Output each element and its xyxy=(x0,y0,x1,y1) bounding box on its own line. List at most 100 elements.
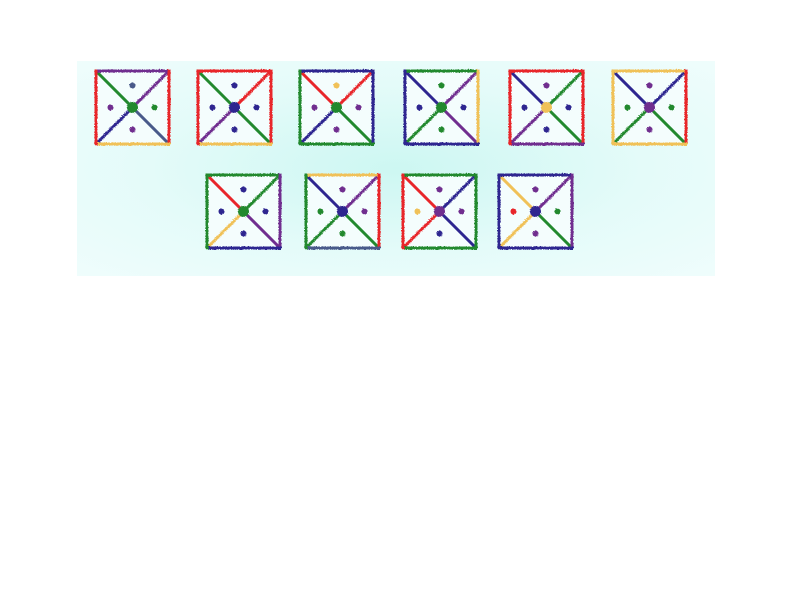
diagonal-bl xyxy=(611,106,651,146)
dot-bottom xyxy=(436,230,443,237)
diagonal-br xyxy=(242,210,282,250)
dot-bottom xyxy=(532,230,539,237)
diagonal-bl xyxy=(401,210,441,250)
diagonal-br xyxy=(438,210,478,250)
tile-strokes xyxy=(205,173,282,250)
dot-top xyxy=(240,186,247,193)
dot-bottom xyxy=(339,230,346,237)
dot-top xyxy=(543,82,550,89)
tile-4[interactable] xyxy=(403,69,480,146)
diagonal-bl xyxy=(508,106,548,146)
diagonal-br xyxy=(131,106,171,146)
tile-10[interactable] xyxy=(497,173,574,250)
dot-left xyxy=(107,104,114,111)
tile-5[interactable] xyxy=(508,69,585,146)
diagonal-bl xyxy=(196,106,236,146)
center-dot xyxy=(127,102,138,113)
diagonal-br xyxy=(335,106,375,146)
dot-right xyxy=(565,104,572,111)
dot-top xyxy=(438,82,445,89)
dot-bottom xyxy=(543,126,550,133)
dot-left xyxy=(510,208,517,215)
tile-9[interactable] xyxy=(401,173,478,250)
diagonal-br xyxy=(534,210,574,250)
tile-strokes xyxy=(611,69,688,146)
tile-strokes xyxy=(403,69,480,146)
tile-8[interactable] xyxy=(304,173,381,250)
dot-bottom xyxy=(438,126,445,133)
dot-left xyxy=(311,104,318,111)
dot-left xyxy=(624,104,631,111)
tile-1[interactable] xyxy=(94,69,171,146)
diagonal-bl xyxy=(403,106,443,146)
diagonal-tr xyxy=(440,69,480,109)
dot-top xyxy=(436,186,443,193)
dot-bottom xyxy=(240,230,247,237)
dot-top xyxy=(532,186,539,193)
diagonal-tr xyxy=(233,69,273,109)
dot-bottom xyxy=(129,126,136,133)
dot-right xyxy=(668,104,675,111)
dot-top xyxy=(339,186,346,193)
diagonal-tl xyxy=(94,69,134,109)
dot-left xyxy=(416,104,423,111)
diagonal-bl xyxy=(205,210,245,250)
tile-board xyxy=(77,61,715,276)
tile-board-canvas xyxy=(94,69,688,250)
dot-right xyxy=(151,104,158,111)
tile-3[interactable] xyxy=(298,69,375,146)
center-dot xyxy=(530,206,541,217)
diagonal-br xyxy=(648,106,688,146)
dot-left xyxy=(521,104,528,111)
diagonal-tl xyxy=(196,69,236,109)
center-dot xyxy=(541,102,552,113)
dot-right xyxy=(253,104,260,111)
tile-strokes xyxy=(196,69,273,146)
center-dot xyxy=(331,102,342,113)
center-dot xyxy=(337,206,348,217)
diagonal-tr xyxy=(534,173,574,213)
diagonal-br xyxy=(233,106,273,146)
center-dot xyxy=(644,102,655,113)
diagonal-br xyxy=(440,106,480,146)
dot-right xyxy=(361,208,368,215)
tile-strokes xyxy=(94,69,171,146)
dot-bottom xyxy=(646,126,653,133)
dot-right xyxy=(554,208,561,215)
tile-strokes xyxy=(298,69,375,146)
dot-left xyxy=(218,208,225,215)
tile-strokes xyxy=(304,173,381,250)
dot-top xyxy=(333,82,340,89)
diagonal-bl xyxy=(304,210,344,250)
diagonal-tl xyxy=(401,173,441,213)
center-dot xyxy=(436,102,447,113)
diagonal-tl xyxy=(497,173,537,213)
diagonal-tr xyxy=(242,173,282,213)
dot-left xyxy=(209,104,216,111)
tile-strokes xyxy=(497,173,574,250)
diagonal-tr xyxy=(545,69,585,109)
tile-2[interactable] xyxy=(196,69,273,146)
diagonal-bl xyxy=(497,210,537,250)
diagonal-tl xyxy=(304,173,344,213)
dot-right xyxy=(460,104,467,111)
dot-top xyxy=(129,82,136,89)
dot-right xyxy=(262,208,269,215)
tile-6[interactable] xyxy=(611,69,688,146)
tile-strokes xyxy=(508,69,585,146)
tile-7[interactable] xyxy=(205,173,282,250)
dot-bottom xyxy=(231,126,238,133)
dot-right xyxy=(458,208,465,215)
center-dot xyxy=(238,206,249,217)
dot-left xyxy=(317,208,324,215)
diagonal-tl xyxy=(611,69,651,109)
diagonal-tr xyxy=(341,173,381,213)
diagonal-tr xyxy=(648,69,688,109)
diagonal-tl xyxy=(508,69,548,109)
dot-top xyxy=(646,82,653,89)
dot-left xyxy=(414,208,421,215)
diagonal-tl xyxy=(403,69,443,109)
diagonal-tr xyxy=(335,69,375,109)
dot-top xyxy=(231,82,238,89)
